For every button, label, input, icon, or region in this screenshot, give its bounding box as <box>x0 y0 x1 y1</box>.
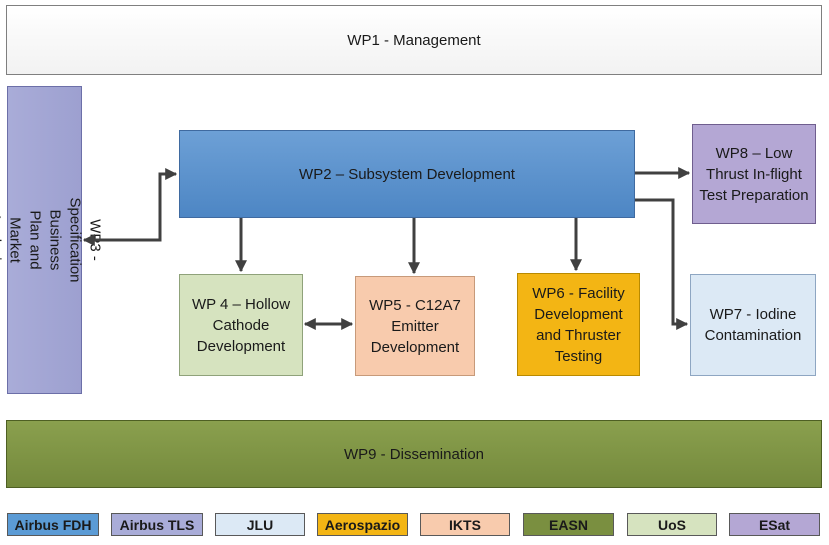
legend-item: Airbus TLS <box>111 513 203 536</box>
wp3-specification-box: WP3 - Specification Business Plan and Ma… <box>0 86 104 394</box>
legend-item: Airbus FDH <box>7 513 99 536</box>
wp5-emitter-box: WP5 - C12A7 Emitter Development <box>355 276 475 376</box>
wp4-label: WP 4 – Hollow Cathode Development <box>191 295 291 355</box>
wp4-hollow-cathode-box: WP 4 – Hollow Cathode Development <box>179 274 303 376</box>
wp5-label: WP5 - C12A7 Emitter Development <box>369 296 461 356</box>
wp9-dissemination-box: WP9 - Dissemination <box>6 420 822 488</box>
legend-item: JLU <box>215 513 305 536</box>
wp1-label: WP1 - Management <box>347 31 481 49</box>
wp8-test-preparation-box: WP8 – Low Thrust In-flight Test Preparat… <box>692 124 816 224</box>
wp9-label: WP9 - Dissemination <box>343 445 485 463</box>
legend-item: EASN <box>523 513 614 536</box>
wp6-facility-box: WP6 - Facility Development and Thruster … <box>517 273 640 376</box>
wp1-management-box: WP1 - Management <box>6 5 822 75</box>
legend-item: Aerospazio <box>317 513 408 536</box>
legend-item: IKTS <box>420 513 510 536</box>
arrow-wp2-wp3 <box>82 168 178 246</box>
wp8-label: WP8 – Low Thrust In-flight Test Preparat… <box>699 144 809 204</box>
legend-item: ESat <box>729 513 820 536</box>
wp6-label: WP6 - Facility Development and Thruster … <box>532 284 625 365</box>
wp7-iodine-box: WP7 - Iodine Contamination <box>690 274 816 376</box>
wp7-label: WP7 - Iodine Contamination <box>704 306 802 344</box>
wp2-label: WP2 – Subsystem Development <box>299 165 515 183</box>
legend-item: UoS <box>627 513 717 536</box>
arrow-wp2-wp7 <box>635 198 689 330</box>
wp2-subsystem-box: WP2 – Subsystem Development <box>179 130 635 218</box>
